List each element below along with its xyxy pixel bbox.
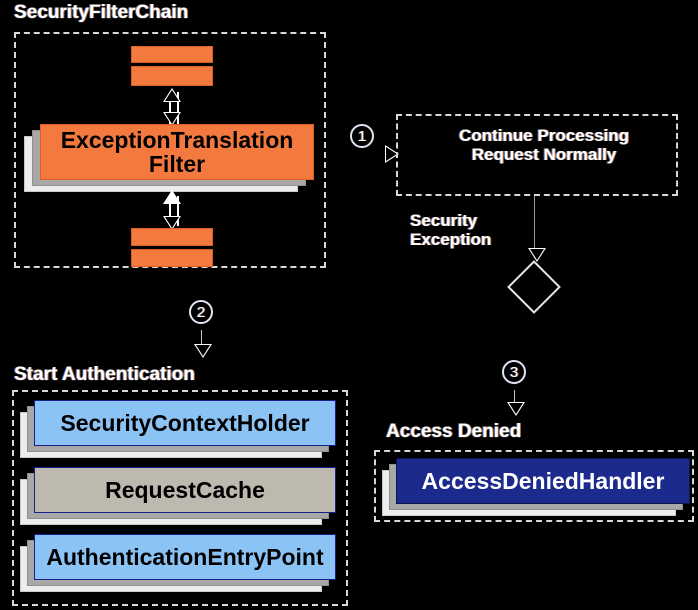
connector-line-top [169,92,179,124]
node-authentication-entry-point[interactable]: AuthenticationEntryPoint [20,534,340,602]
arrowhead-down-step3 [507,402,525,416]
arrowhead-down-exception [528,248,546,262]
filter-bar-2[interactable] [131,66,213,86]
decision-diamond [507,260,561,314]
group-title-access-denied: Access Denied [386,421,522,442]
arrowhead-up-bottom [163,190,181,204]
arrowhead-down-step2 [194,344,212,358]
step-circle-2: 2 [189,300,213,324]
connector-line-step3 [514,390,515,410]
connector-line-exception [534,196,535,258]
security-exception-label: Security Exception [410,211,492,250]
group-box-security-filter-chain [14,32,326,268]
group-box-continue-processing [396,114,678,196]
step-circle-3: 3 [502,360,526,384]
group-box-access-denied [374,450,694,522]
arrowhead-right-step1 [385,145,399,163]
group-title-start-authentication: Start Authentication [14,364,195,385]
filter-bar-1[interactable] [131,46,213,63]
node-request-cache[interactable]: RequestCache [20,467,340,535]
filter-bar-3[interactable] [131,228,213,246]
continue-processing-label: Continue Processing Request Normally [458,126,630,165]
node-access-denied-handler[interactable]: AccessDeniedHandler [382,458,692,520]
group-box-start-authentication [12,390,348,606]
arrowhead-down-bottom [163,216,181,230]
access-denied-handler-label[interactable]: AccessDeniedHandler [396,458,690,504]
exception-translation-filter-label[interactable]: ExceptionTranslation Filter [40,124,314,180]
node-exception-translation-filter[interactable]: ExceptionTranslation Filter [24,124,314,194]
request-cache-label[interactable]: RequestCache [34,467,336,513]
security-context-holder-label[interactable]: SecurityContextHolder [34,400,336,446]
arrowhead-down-top [163,112,181,126]
node-security-context-holder[interactable]: SecurityContextHolder [20,400,340,468]
filter-bar-4[interactable] [131,249,213,267]
connector-line-step2 [201,330,202,352]
arrowhead-up-top [163,88,181,102]
connector-line-bottom [169,196,179,226]
step-circle-1: 1 [350,124,374,148]
group-title-security-filter-chain: SecurityFilterChain [14,2,189,23]
authentication-entry-point-label[interactable]: AuthenticationEntryPoint [34,534,336,580]
